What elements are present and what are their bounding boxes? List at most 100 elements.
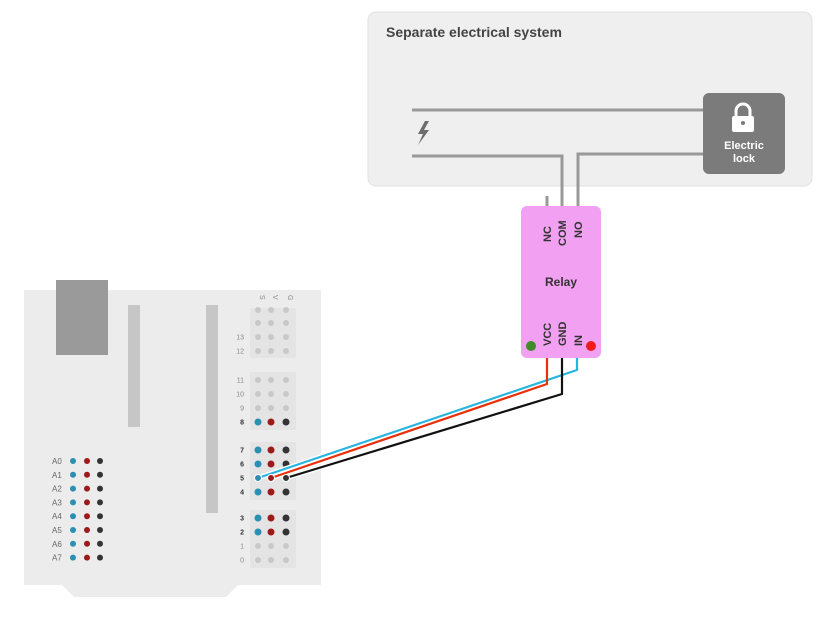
analog-pin-a2-g[interactable] (97, 485, 103, 492)
analog-pin-label-a1: A1 (52, 471, 62, 480)
digital-pin-13-g[interactable] (283, 334, 289, 340)
analog-pin-a4-s[interactable] (70, 513, 76, 520)
analog-pin-label-a2: A2 (52, 485, 62, 494)
digital-pin-label-12: 12 (236, 349, 244, 356)
analog-pin-label-a5: A5 (52, 526, 62, 535)
analog-pin-a3-v[interactable] (84, 499, 90, 506)
usb-connector (56, 280, 108, 355)
digital-pin-4-g[interactable] (282, 488, 290, 496)
header-strip-right (206, 305, 218, 513)
digital-pin-13-v[interactable] (268, 334, 274, 340)
status-led-green (526, 341, 536, 351)
digital-pin-label-5: 5 (240, 476, 244, 483)
digital-pin-12-s[interactable] (255, 348, 261, 354)
lock-label-line2: lock (733, 153, 756, 165)
digital-pin-9-s[interactable] (255, 405, 261, 411)
power-line-bottom (412, 154, 564, 186)
analog-pin-a5-s[interactable] (70, 527, 76, 533)
analog-pin-label-a4: A4 (52, 512, 62, 521)
pin-hole (255, 307, 261, 313)
pin-hole (283, 307, 289, 313)
digital-pin-label-13: 13 (236, 335, 244, 342)
digital-pin-1-g[interactable] (283, 543, 289, 549)
analog-pin-a1-g[interactable] (97, 471, 103, 478)
digital-pin-label-2: 2 (240, 530, 244, 537)
analog-pin-a7-s[interactable] (70, 554, 76, 561)
digital-pin-7-s[interactable] (254, 446, 262, 454)
wire-terminal-5-s (254, 474, 262, 482)
header-label-g: G (286, 295, 293, 300)
digital-pin-7-v[interactable] (267, 446, 275, 454)
digital-pin-0-s[interactable] (255, 557, 261, 563)
pin-hole (268, 307, 274, 313)
digital-pin-1-s[interactable] (255, 543, 261, 549)
analog-pin-a3-s[interactable] (70, 499, 76, 506)
analog-pin-label-a0: A0 (52, 457, 62, 466)
analog-pin-a6-s[interactable] (70, 540, 76, 547)
analog-pin-a0-g[interactable] (97, 458, 103, 464)
digital-pin-label-4: 4 (240, 490, 244, 497)
digital-pin-0-g[interactable] (283, 557, 289, 563)
digital-pin-6-s[interactable] (254, 460, 262, 468)
digital-pin-8-s[interactable] (254, 418, 262, 426)
analog-pin-a2-v[interactable] (84, 485, 90, 492)
analog-pin-a0-s[interactable] (70, 458, 76, 464)
digital-pin-2-g[interactable] (282, 528, 290, 536)
analog-pin-label-a6: A6 (52, 540, 62, 549)
digital-pin-label-6: 6 (240, 462, 244, 469)
digital-pin-10-v[interactable] (268, 391, 274, 397)
digital-pin-11-g[interactable] (283, 377, 289, 383)
electric-lock[interactable]: Electric lock (703, 93, 785, 174)
digital-pin-6-v[interactable] (267, 460, 275, 468)
digital-pin-3-g[interactable] (282, 514, 290, 522)
analog-pin-a5-g[interactable] (97, 527, 103, 533)
relay-pin-com: COM (557, 220, 569, 246)
digital-pin-3-s[interactable] (254, 514, 262, 522)
digital-pin-12-v[interactable] (268, 348, 274, 354)
digital-pin-2-s[interactable] (254, 528, 262, 536)
analog-pin-a5-v[interactable] (84, 527, 90, 533)
signal-wires (254, 358, 580, 482)
padlock-icon (732, 102, 754, 132)
analog-pin-a4-v[interactable] (84, 513, 90, 520)
analog-pin-a7-g[interactable] (97, 554, 103, 561)
digital-pin-12-g[interactable] (283, 348, 289, 354)
pin-hole (255, 320, 261, 326)
digital-pin-8-v[interactable] (267, 418, 275, 426)
digital-pin-label-8: 8 (240, 420, 244, 427)
digital-pin-11-v[interactable] (268, 377, 274, 383)
digital-pin-3-v[interactable] (267, 514, 275, 522)
digital-pin-11-s[interactable] (255, 377, 261, 383)
relay-pin-vcc: VCC (542, 323, 554, 346)
digital-pin-0-v[interactable] (268, 557, 274, 563)
analog-pin-a7-v[interactable] (84, 554, 90, 561)
digital-pin-13-s[interactable] (255, 334, 261, 340)
lightning-bolt-icon (418, 121, 429, 145)
digital-pin-2-v[interactable] (267, 528, 275, 536)
analog-pin-a3-g[interactable] (97, 499, 103, 506)
wire-terminal-5-v (267, 474, 275, 482)
digital-pin-10-s[interactable] (255, 391, 261, 397)
digital-pin-7-g[interactable] (282, 446, 290, 454)
relay-module[interactable]: NC COM NO Relay VCC GND IN (521, 206, 601, 358)
electrical-system-panel: Separate electrical system Electric lock (367, 11, 813, 187)
digital-pin-4-s[interactable] (254, 488, 262, 496)
digital-pin-1-v[interactable] (268, 543, 274, 549)
digital-pin-4-v[interactable] (267, 488, 275, 496)
analog-pin-a2-s[interactable] (70, 485, 76, 492)
analog-pin-a0-v[interactable] (84, 458, 90, 464)
digital-pin-8-g[interactable] (282, 418, 290, 426)
analog-pin-a1-v[interactable] (84, 471, 90, 478)
digital-pin-9-v[interactable] (268, 405, 274, 411)
digital-pin-9-g[interactable] (283, 405, 289, 411)
analog-pin-a1-s[interactable] (70, 471, 76, 478)
digital-pin-10-g[interactable] (283, 391, 289, 397)
power-line-lock-return (576, 152, 704, 186)
analog-pin-a6-g[interactable] (97, 540, 103, 547)
analog-pin-a4-g[interactable] (97, 513, 103, 520)
pin-group-bg (250, 372, 296, 430)
analog-pin-a6-v[interactable] (84, 540, 90, 547)
status-led-red (586, 341, 596, 351)
